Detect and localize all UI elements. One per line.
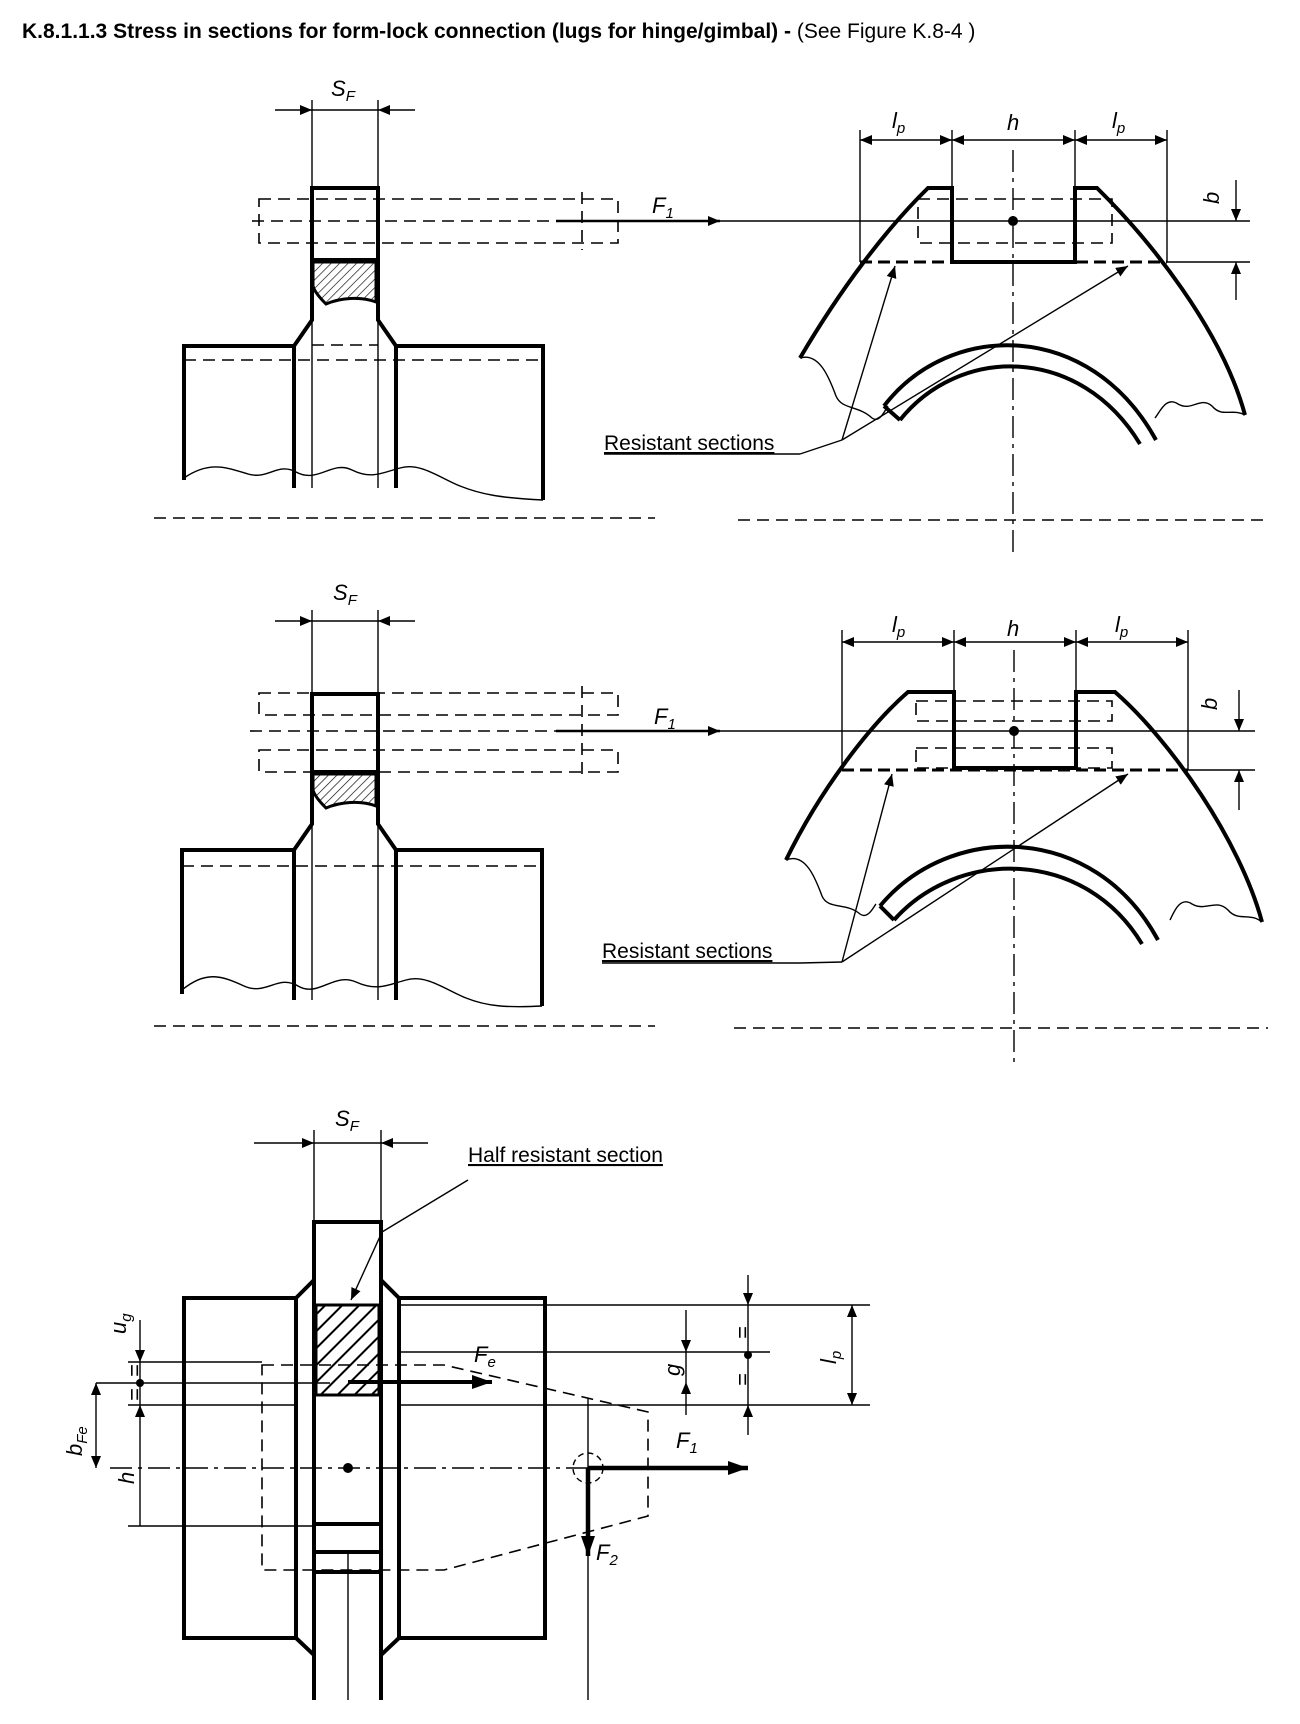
resistant-sections-label-1: Resistant sections	[604, 432, 774, 455]
figure-reference: (See Figure K.8-4 )	[796, 20, 976, 43]
f1-label-2: F1	[654, 704, 676, 733]
section-heading: K.8.1.1.3 Stress in sections for form-lo…	[22, 20, 975, 44]
fe-label: Fe	[474, 1342, 496, 1371]
sf-label-3: SF	[335, 1106, 360, 1135]
ug-label: ug	[106, 1313, 135, 1334]
panel-1-lug-side-view: SF F1	[154, 76, 720, 519]
f1-label-1: F1	[652, 193, 674, 222]
bfe-label: bFe	[62, 1426, 91, 1456]
lp-label-2a: lp	[892, 612, 905, 641]
section-number: K.8.1.1.3	[22, 20, 108, 43]
sf-label-2: SF	[333, 580, 358, 609]
lp-label-3: lp	[816, 1351, 845, 1364]
f1-label-3: F1	[676, 1428, 698, 1457]
half-resistant-section-label: Half resistant section	[468, 1144, 663, 1167]
sf-label: SF	[331, 76, 356, 105]
panel-2-lug-front-view: lp h lp b Resistant sections	[602, 612, 1268, 1066]
h-label-2: h	[1007, 616, 1019, 641]
f2-label: F2	[596, 1540, 618, 1569]
g-label: g	[660, 1363, 685, 1376]
lp-label-1a: lp	[892, 108, 905, 137]
panel-2-lug-side-view: SF F1	[154, 580, 720, 1027]
equal-mark-left-upper: =	[122, 1364, 147, 1377]
panel-3-gimbal-lug-detail: SF Fe F1 F2 Half resistant section	[62, 1106, 870, 1700]
b-label-1: b	[1199, 192, 1224, 204]
panel-1-lug-front-view: lp h lp b Resistant sections	[604, 108, 1270, 555]
lp-label-1b: lp	[1112, 108, 1125, 137]
equal-mark-right-upper: =	[730, 1326, 755, 1339]
h-label-1: h	[1007, 110, 1019, 135]
equal-mark-left-lower: =	[122, 1388, 147, 1401]
h-label-3: h	[114, 1472, 139, 1484]
section-title: Stress in sections for form-lock connect…	[113, 20, 791, 43]
equal-mark-right-lower: =	[730, 1373, 755, 1386]
lp-label-2b: lp	[1115, 612, 1128, 641]
resistant-sections-label-2: Resistant sections	[602, 940, 772, 963]
b-label-2: b	[1197, 698, 1222, 710]
